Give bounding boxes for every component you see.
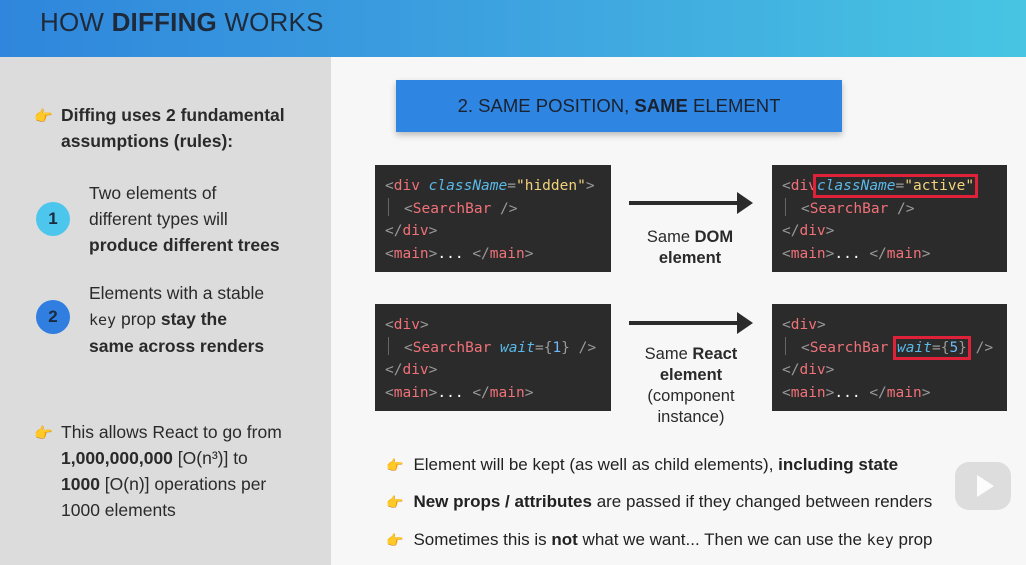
- rule-1-badge: 1: [36, 202, 70, 236]
- rule-1-text: Two elements of different types will pro…: [89, 183, 280, 255]
- pointing-hand-icon: 👉: [34, 108, 53, 125]
- code-before-react: <div> <SearchBar wait={1} /> </div> <mai…: [375, 304, 611, 411]
- same-react-element-label: Same React element (component instance): [644, 345, 738, 426]
- arrow-right-icon: [629, 192, 753, 214]
- rule-2-text: Elements with a stable key prop stay the…: [89, 283, 265, 356]
- slide-title: HOW DIFFING WORKS: [40, 7, 324, 37]
- intro-text: Diffing uses 2 fundamental assumptions (…: [61, 105, 285, 151]
- changed-prop-highlight: wait={5}: [893, 335, 971, 360]
- code-after-react: <div> <SearchBar wait={5} /> </div> <mai…: [772, 304, 1007, 411]
- changed-attribute-highlight: className="active": [812, 174, 979, 198]
- pointing-hand-icon: 👉: [386, 532, 404, 548]
- section-banner: 2. SAME POSITION, SAME ELEMENT: [396, 80, 842, 132]
- bullet-not-wanted: 👉Sometimes this is not what we want... T…: [386, 530, 933, 549]
- performance-text: This allows React to go from 1,000,000,0…: [61, 422, 282, 520]
- arrow-right-icon: [629, 312, 753, 334]
- code-before-dom: <div className="hidden"> <SearchBar /> <…: [375, 165, 611, 272]
- pointing-hand-icon: 👉: [386, 457, 404, 473]
- slide-header: HOW DIFFING WORKS: [0, 0, 1026, 57]
- pointing-hand-icon: 👉: [386, 494, 404, 510]
- code-after-dom: <divclassName="active" <SearchBar /> </d…: [772, 165, 1007, 272]
- bullet-new-props: 👉New props / attributes are passed if th…: [386, 492, 933, 511]
- bullet-state-kept: 👉Element will be kept (as well as child …: [386, 455, 899, 474]
- rule-2-badge: 2: [36, 300, 70, 334]
- pointing-hand-icon: 👉: [34, 425, 53, 442]
- play-icon[interactable]: [955, 462, 1011, 510]
- same-dom-element-label: Same DOM element: [646, 228, 734, 267]
